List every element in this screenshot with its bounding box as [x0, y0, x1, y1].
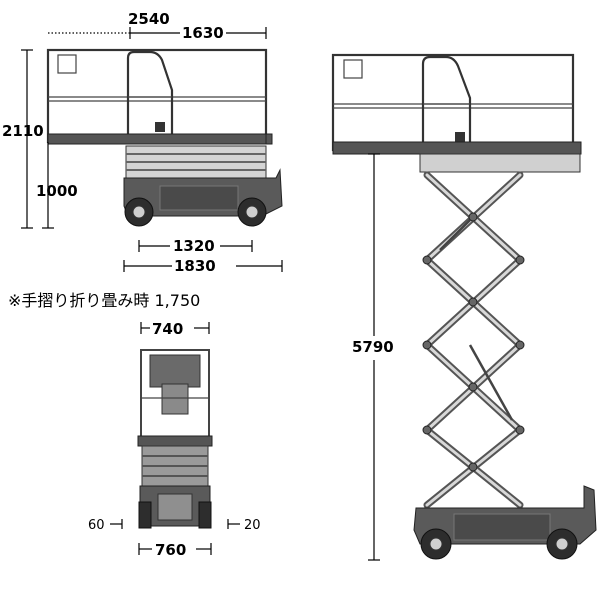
pivot-9 — [422, 425, 432, 435]
raised-control-box — [343, 59, 363, 79]
label-5790: 5790 — [352, 338, 394, 356]
raised-rear-wheel-hub — [555, 537, 569, 551]
label-20: 20 — [244, 518, 261, 533]
raised-deck-frame — [419, 153, 581, 173]
side-view-raised — [331, 53, 597, 560]
label-60: 60 — [88, 518, 105, 533]
label-760: 760 — [155, 541, 186, 559]
pivot-4 — [468, 462, 478, 472]
pivot-8 — [515, 340, 525, 350]
front-deck — [137, 435, 213, 447]
hydraulic-cylinder-lower — [468, 344, 514, 421]
front-right-wheel — [198, 501, 212, 529]
raised-battery-panel — [453, 513, 551, 541]
control-box — [57, 54, 77, 74]
battery-panel — [159, 185, 239, 211]
label-740: 740 — [152, 320, 183, 338]
pivot-7 — [422, 340, 432, 350]
side-view-dimension-lines — [21, 27, 283, 272]
label-1630: 1630 — [182, 24, 224, 42]
rear-wheel-hub — [245, 205, 259, 219]
folded-guardrail-note: ※手摺り折り畳み時 1,750 — [8, 291, 200, 310]
pivot-3 — [468, 382, 478, 392]
pivot-10 — [515, 425, 525, 435]
scissor-arms — [422, 171, 525, 509]
raised-front-wheel-hub — [429, 537, 443, 551]
raised-guardrail-frame — [331, 53, 575, 152]
raised-entry-gate — [421, 55, 472, 150]
front-wheel-hub — [132, 205, 146, 219]
front-panel — [161, 383, 189, 415]
label-1320: 1320 — [173, 237, 215, 255]
raised-dimension-lines — [368, 153, 380, 561]
raised-platform-deck — [332, 141, 582, 155]
pivot-1 — [468, 212, 478, 222]
raised-gate-latch — [455, 132, 465, 142]
pivot-2 — [468, 297, 478, 307]
label-1830: 1830 — [174, 257, 216, 275]
gate-latch — [155, 122, 165, 132]
front-view — [137, 349, 213, 529]
pivot-5 — [422, 255, 432, 265]
entry-gate — [126, 50, 174, 142]
front-left-wheel — [138, 501, 152, 529]
label-2540: 2540 — [128, 10, 170, 28]
front-view-dimension-lines — [110, 322, 240, 555]
front-control-box — [149, 354, 201, 388]
hydraulic-cylinder-upper — [439, 219, 471, 251]
front-chassis-panel — [157, 493, 193, 521]
platform-deck — [47, 133, 267, 145]
label-1000: 1000 — [36, 182, 78, 200]
pivot-6 — [515, 255, 525, 265]
deck-end — [265, 133, 273, 145]
side-view-lowered — [46, 48, 283, 227]
label-2110: 2110 — [2, 122, 44, 140]
